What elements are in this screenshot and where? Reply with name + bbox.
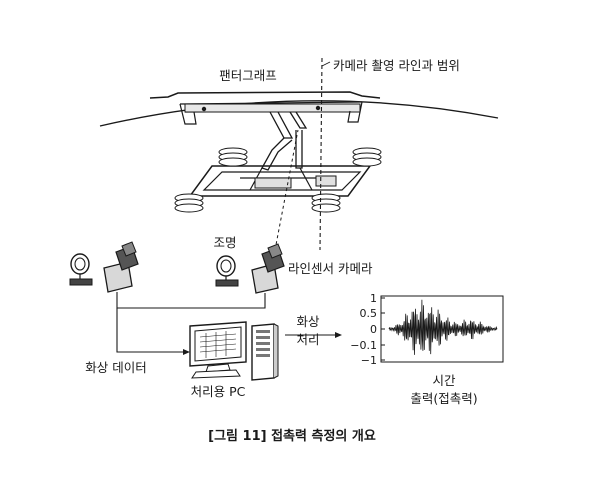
y-tick-label: −0.1	[350, 339, 377, 352]
y-tick-label: −1	[361, 354, 377, 367]
lamp-left	[69, 253, 93, 286]
processing-pc-label: 처리용 PC	[191, 384, 246, 399]
pantograph-label: 팬터그래프	[219, 68, 277, 83]
insulator-right-top	[352, 147, 382, 167]
insulator-left-top	[218, 147, 248, 167]
contact-force-chart: 1 0.5 0 −0.1 −1	[350, 292, 504, 367]
camera-range-label: 카메라 촬영 라인과 범위	[333, 58, 460, 73]
y-tick-label: 1	[370, 292, 377, 305]
waveform-line	[388, 299, 498, 355]
image-processing-label-2: 처리	[296, 332, 319, 347]
lighting-label: 조명	[213, 235, 236, 250]
time-label: 시간	[432, 373, 456, 388]
y-tick-label: 0.5	[360, 307, 378, 320]
figure-caption: [그림 11] 접촉력 측정의 개요	[208, 428, 376, 444]
data-line-to-pc	[116, 308, 183, 353]
insulator-left-bottom	[174, 193, 204, 213]
waveform-series	[388, 299, 498, 355]
processing-pc	[189, 321, 279, 381]
pantograph	[149, 91, 381, 197]
catenary-wire	[99, 100, 499, 127]
camera-range-line	[274, 129, 299, 251]
image-processing-label-1: 화상	[296, 314, 320, 329]
line-sensor-camera	[251, 243, 285, 294]
lamp-middle	[215, 255, 239, 287]
y-tick-label: 0	[370, 323, 377, 336]
camera-sightline	[319, 57, 323, 251]
camera-left	[103, 241, 139, 293]
data-line	[116, 292, 266, 309]
output-label: 출력(접촉력)	[410, 391, 477, 406]
insulator-right-bottom	[311, 193, 341, 213]
image-data-label: 화상 데이터	[85, 360, 146, 375]
line-sensor-camera-label: 라인센서 카메라	[288, 261, 373, 276]
